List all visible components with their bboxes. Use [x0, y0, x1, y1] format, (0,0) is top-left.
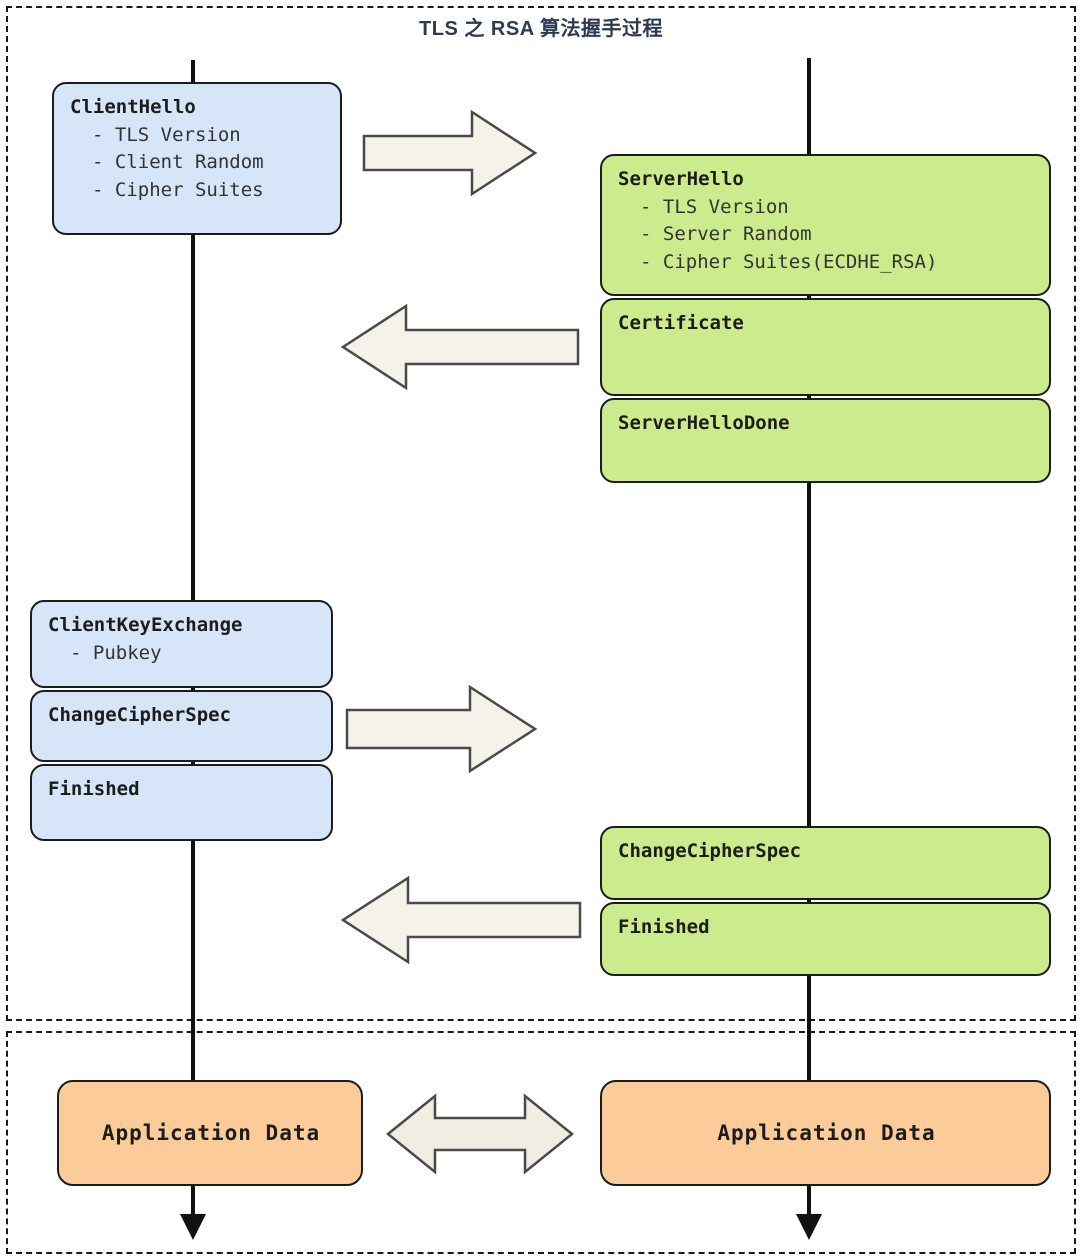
- application-data-arrow-icon: [385, 1092, 575, 1176]
- message-title: ServerHelloDone: [618, 412, 790, 434]
- message-item: - Cipher Suites: [92, 178, 264, 201]
- message-item: - Cipher Suites(ECDHE_RSA): [640, 250, 938, 273]
- server-response-arrow-icon: [340, 302, 580, 392]
- message-title: ChangeCipherSpec: [48, 704, 232, 726]
- message-title: Finished: [618, 916, 710, 938]
- message-title: Certificate: [618, 312, 744, 334]
- client-lifeline-arrowhead-icon: [180, 1214, 206, 1240]
- message-title: Application Data: [101, 1120, 321, 1145]
- message-box-client-key-exchange[interactable]: ClientKeyExchange - Pubkey: [30, 600, 333, 688]
- message-box-server-finished[interactable]: Finished: [600, 902, 1051, 976]
- message-title: ChangeCipherSpec: [618, 840, 802, 862]
- client-hello-arrow-icon: [362, 108, 537, 198]
- message-box-client-change-cipher-spec[interactable]: ChangeCipherSpec: [30, 690, 333, 762]
- server-lifeline-arrowhead-icon: [796, 1214, 822, 1240]
- message-box-client-hello[interactable]: ClientHello - TLS Version - Client Rando…: [52, 82, 342, 235]
- message-box-client-application-data[interactable]: Application Data: [57, 1080, 363, 1186]
- server-finished-arrow-icon: [340, 874, 582, 966]
- message-title: ClientHello: [70, 96, 196, 118]
- message-item: - TLS Version: [640, 195, 789, 218]
- server-lifeline: [807, 58, 811, 1216]
- message-item: - Pubkey: [70, 641, 162, 664]
- message-box-client-finished[interactable]: Finished: [30, 764, 333, 841]
- message-box-certificate[interactable]: Certificate: [600, 298, 1051, 396]
- message-title: Finished: [48, 778, 140, 800]
- message-item: - Server Random: [640, 223, 812, 246]
- message-box-server-change-cipher-spec[interactable]: ChangeCipherSpec: [600, 826, 1051, 900]
- message-item: - TLS Version: [92, 123, 241, 146]
- message-title: ServerHello: [618, 168, 744, 190]
- application-data-phase-frame: [6, 1031, 1076, 1254]
- message-box-server-application-data[interactable]: Application Data: [600, 1080, 1051, 1186]
- message-title: Application Data: [717, 1120, 936, 1145]
- message-box-server-hello-done[interactable]: ServerHelloDone: [600, 398, 1051, 483]
- message-item: - Client Random: [92, 151, 264, 174]
- page-title: TLS 之 RSA 算法握手过程: [419, 18, 663, 40]
- message-box-server-hello[interactable]: ServerHello - TLS Version - Server Rando…: [600, 154, 1051, 296]
- message-title: ClientKeyExchange: [48, 614, 243, 636]
- handshake-phase-frame: [6, 6, 1076, 1021]
- client-key-exchange-arrow-icon: [345, 684, 537, 774]
